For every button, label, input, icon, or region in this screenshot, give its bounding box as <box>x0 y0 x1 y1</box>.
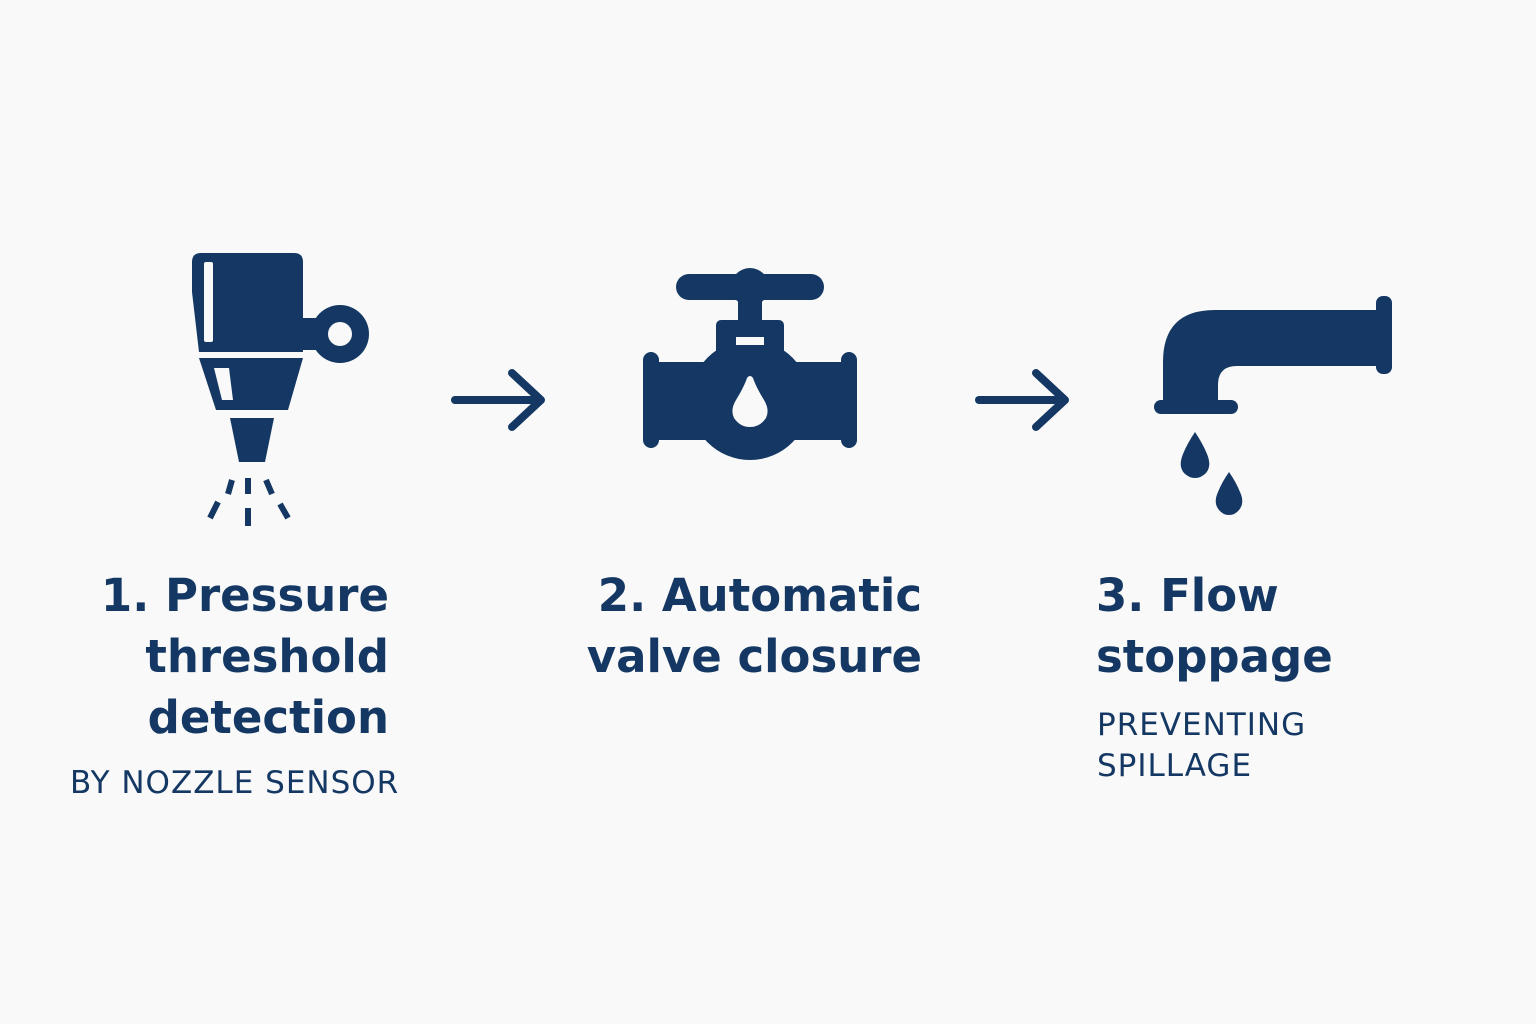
dripping-faucet-icon <box>1154 296 1392 515</box>
step-2-title: 2. Automatic valve closure <box>587 565 922 687</box>
step-2-title-line-1: 2. Automatic <box>597 569 922 622</box>
right-arrow-icon <box>451 369 545 431</box>
spray-nozzle-icon <box>192 253 369 526</box>
valve-icon <box>643 268 857 460</box>
step-1-subtitle-line-1: BY NOZZLE SENSOR <box>70 765 400 801</box>
step-1-subtitle: BY NOZZLE SENSOR <box>70 763 399 804</box>
step-3-subtitle: PREVENTING SPILLAGE <box>1097 705 1306 787</box>
step-1-title-line-1: 1. Pressure <box>100 569 389 622</box>
step-3-subtitle-line-1: PREVENTING <box>1097 707 1307 743</box>
right-arrow-icon <box>975 369 1069 431</box>
step-2-title-line-2: valve closure <box>586 630 922 683</box>
step-1-title-line-3: detection <box>147 691 389 744</box>
step-1-title: 1. Pressure threshold detection <box>101 565 389 748</box>
step-3-subtitle-line-2: SPILLAGE <box>1097 748 1253 784</box>
step-1-title-line-2: threshold <box>145 630 389 683</box>
step-3-title-line-1: 3. Flow <box>1096 569 1279 622</box>
step-3-title: 3. Flow stoppage <box>1096 565 1333 687</box>
step-3-title-line-2: stoppage <box>1096 630 1333 683</box>
